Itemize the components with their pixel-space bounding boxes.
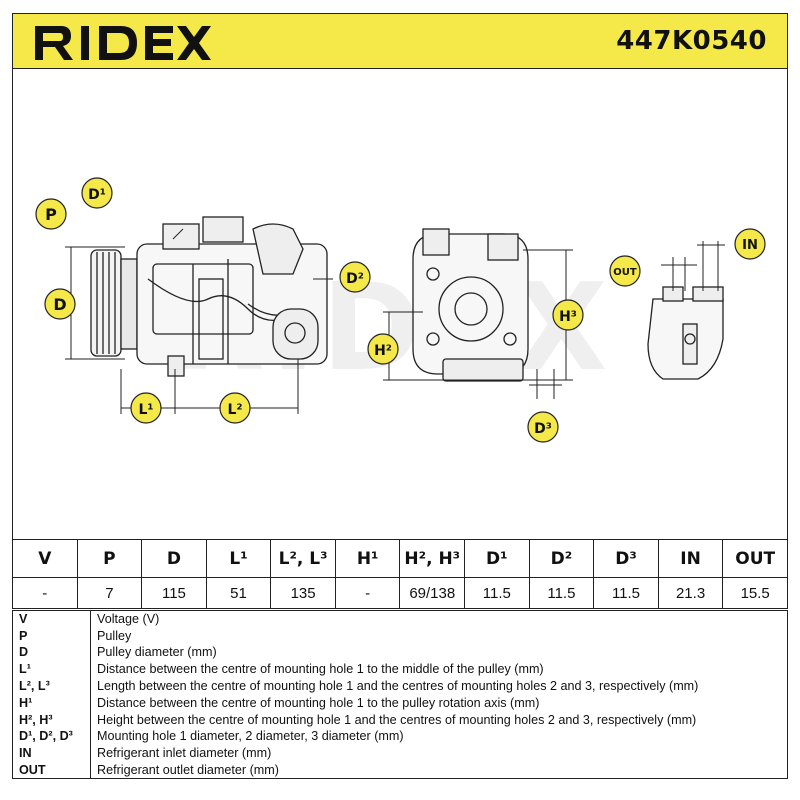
label-D2: D² <box>339 261 371 293</box>
legend-row: V Voltage (V) <box>12 610 788 628</box>
spec-header: IN <box>657 539 724 578</box>
legend-abbr: L¹ <box>12 660 91 678</box>
label-H3: H³ <box>552 299 584 331</box>
spec-header: V <box>12 539 78 578</box>
spec-header: D <box>141 539 207 578</box>
legend-desc: Voltage (V) <box>90 610 788 628</box>
technical-drawing: RIDEX <box>12 69 788 539</box>
spec-value: 11.5 <box>593 577 659 609</box>
label-L2: L² <box>219 392 251 424</box>
label-D3: D³ <box>527 411 559 443</box>
legend-row: L², L³ Length between the centre of moun… <box>12 677 788 695</box>
legend-desc: Pulley <box>90 627 788 645</box>
spec-value: 135 <box>270 577 336 609</box>
svg-text:L²: L² <box>227 402 242 418</box>
legend-row: P Pulley <box>12 627 788 645</box>
spec-value: - <box>334 577 401 609</box>
legend-row: H¹ Distance between the centre of mounti… <box>12 694 788 712</box>
legend-desc: Length between the centre of mounting ho… <box>90 677 788 695</box>
spec-header: D² <box>528 539 595 578</box>
spec-header: L², L³ <box>270 539 336 578</box>
legend-abbr: OUT <box>12 761 91 779</box>
specs-table: V P D L¹ L², L³ H¹ H², H³ D¹ D² D³ IN OU… <box>12 539 788 609</box>
spec-header: D³ <box>593 539 659 578</box>
ridex-logo <box>35 26 211 60</box>
svg-text:D³: D³ <box>534 421 552 437</box>
spec-value: 11.5 <box>528 577 595 609</box>
legend-row: D Pulley diameter (mm) <box>12 644 788 661</box>
legend-abbr: IN <box>12 744 91 762</box>
spec-value: 115 <box>141 577 207 609</box>
svg-text:P: P <box>45 205 57 224</box>
spec-value: 15.5 <box>722 577 788 609</box>
label-D1: D¹ <box>81 177 113 209</box>
legend-abbr: V <box>12 610 91 628</box>
compressor-diagram: RIDEX <box>35 177 766 443</box>
legend-row: H², H³ Height between the centre of moun… <box>12 711 788 729</box>
spec-value: 7 <box>76 577 143 609</box>
spec-value: 11.5 <box>464 577 530 609</box>
spec-header: P <box>76 539 143 578</box>
legend-row: OUT Refrigerant outlet diameter (mm) <box>12 761 788 779</box>
label-IN: IN <box>734 228 766 260</box>
legend-row: D¹, D², D³ Mounting hole 1 diameter, 2 d… <box>12 728 788 745</box>
svg-text:D¹: D¹ <box>88 187 106 203</box>
legend-abbr: D <box>12 644 91 661</box>
svg-text:D²: D² <box>346 271 364 287</box>
svg-text:H²: H² <box>374 343 392 359</box>
legend-abbr: L², L³ <box>12 677 91 695</box>
legend-desc: Refrigerant inlet diameter (mm) <box>90 744 788 762</box>
compressor-port-view <box>647 286 724 380</box>
compressor-front-view <box>412 228 529 382</box>
legend-abbr: D¹, D², D³ <box>12 728 91 745</box>
legend-row: IN Refrigerant inlet diameter (mm) <box>12 744 788 762</box>
legend-desc: Refrigerant outlet diameter (mm) <box>90 761 788 779</box>
svg-text:OUT: OUT <box>613 267 637 278</box>
label-L1: L¹ <box>130 392 162 424</box>
specs-header-row: V P D L¹ L², L³ H¹ H², H³ D¹ D² D³ IN OU… <box>12 539 788 578</box>
label-H2: H² <box>367 333 399 365</box>
label-OUT: OUT <box>609 255 641 287</box>
svg-text:IN: IN <box>742 238 758 253</box>
legend-table: V Voltage (V) P Pulley D Pulley diameter… <box>12 610 788 779</box>
legend-desc: Distance between the centre of mounting … <box>90 694 788 712</box>
spec-value: 69/138 <box>399 577 466 609</box>
spec-header: H², H³ <box>399 539 466 578</box>
legend-desc: Distance between the centre of mounting … <box>90 660 788 678</box>
legend-abbr: P <box>12 627 91 645</box>
label-P: P <box>35 198 67 230</box>
svg-text:H³: H³ <box>559 309 577 325</box>
spec-header: H¹ <box>334 539 401 578</box>
spec-value: 51 <box>205 577 272 609</box>
legend-desc: Height between the centre of mounting ho… <box>90 711 788 729</box>
legend-desc: Mounting hole 1 diameter, 2 diameter, 3 … <box>90 728 788 745</box>
compressor-side-view <box>90 216 328 377</box>
spec-header: OUT <box>722 539 788 578</box>
header-banner: 447K0540 <box>12 13 788 69</box>
part-number: 447K0540 <box>616 26 767 56</box>
specs-value-row: - 7 115 51 135 - 69/138 11.5 11.5 11.5 2… <box>12 577 788 609</box>
legend-abbr: H², H³ <box>12 711 91 729</box>
spec-value: - <box>12 577 78 609</box>
legend-row: L¹ Distance between the centre of mounti… <box>12 660 788 678</box>
svg-text:L¹: L¹ <box>138 402 153 418</box>
svg-text:D: D <box>53 295 66 314</box>
spec-header: D¹ <box>464 539 530 578</box>
legend-abbr: H¹ <box>12 694 91 712</box>
spec-value: 21.3 <box>657 577 724 609</box>
port-view-dimensions <box>661 241 725 291</box>
spec-header: L¹ <box>205 539 272 578</box>
label-D: D <box>44 288 76 320</box>
legend-desc: Pulley diameter (mm) <box>90 644 788 661</box>
